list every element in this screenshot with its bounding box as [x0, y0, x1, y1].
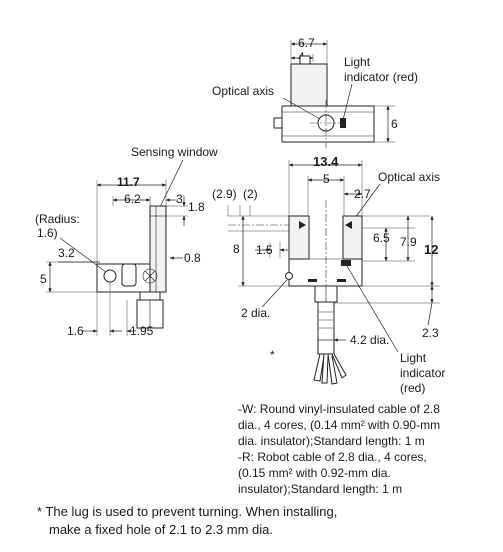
- front-view: 13.4 5 2.7 Optical axis (2.9) (2) 8 1.5: [212, 154, 449, 395]
- front-dim-23: 2.3: [422, 326, 439, 340]
- footnote-line: make a fixed hole of 2.1 to 2.3 mm dia.: [49, 522, 273, 537]
- lug-asterisk: *: [270, 348, 275, 362]
- top-view-arm: [290, 63, 328, 107]
- front-dim-29: (2.9): [212, 187, 237, 201]
- front-dim-134: 13.4: [313, 154, 339, 169]
- cable-note-line: -R: Robot cable of 2.8 dia., 4 cores,: [238, 450, 427, 464]
- front-dim-12: 12: [424, 242, 438, 257]
- top-dim-overall: 6.7: [298, 36, 315, 50]
- side-dim-width: 11.7: [117, 175, 140, 189]
- front-dim-79: 7.9: [400, 235, 417, 249]
- top-optical-axis-label: Optical axis: [212, 84, 274, 98]
- side-dim-3: 3: [176, 192, 183, 206]
- top-view-arm-lip: [299, 55, 311, 65]
- side-dim-08: 0.8: [184, 251, 201, 265]
- cable-note-line: insulator);Standard length: 1 m: [238, 482, 402, 496]
- side-dim-18: 1.8: [188, 200, 205, 214]
- footnote: * The lug is used to prevent turning. Wh…: [37, 504, 337, 537]
- cable-notes: -W: Round vinyl-insulated cable of 2.8 d…: [238, 402, 440, 496]
- top-light-indicator-label: Light indicator (red): [344, 55, 418, 84]
- radius-label: (Radius: 1.6): [35, 212, 83, 240]
- cable-note-line: dia. insulator);Standard length: 1 m: [238, 434, 425, 448]
- side-dim-62: 6.2: [124, 192, 141, 206]
- cable-note-line: -W: Round vinyl-insulated cable of 2.8: [238, 402, 440, 416]
- front-dim-27: 2.7: [354, 187, 371, 201]
- front-dim-5: 5: [323, 172, 330, 186]
- side-dim-32: 3.2: [58, 246, 75, 260]
- side-dim-16: 1.6: [67, 324, 84, 338]
- front-dim-2: (2): [243, 187, 258, 201]
- cable-note-line: (0.15 mm² with 0.92-mm dia.: [238, 466, 391, 480]
- top-dim-height: 6: [391, 117, 398, 131]
- front-dim-42dia: 4.2 dia.: [350, 333, 389, 347]
- footnote-line: * The lug is used to prevent turning. Wh…: [37, 504, 337, 519]
- side-view: Sensing window 11.7 6.2 3 1.8 (Radius:: [35, 145, 218, 338]
- side-view-arm: [149, 205, 167, 293]
- front-optical-axis-label: Optical axis: [378, 170, 440, 184]
- front-dim-65: 6.5: [373, 231, 390, 245]
- front-dim-15: 1.5: [256, 243, 273, 257]
- side-dim-5: 5: [40, 272, 47, 286]
- top-view: 6.7 4 6 Light indicator (red) Optical ax…: [212, 36, 418, 148]
- sensing-window-label: Sensing window: [131, 145, 218, 159]
- cable-note-line: dia., 4 cores, (0.14 mm² with 0.90-mm: [238, 418, 440, 432]
- front-dim-8: 8: [233, 242, 240, 256]
- light-indicator-mark: [340, 118, 346, 128]
- side-dim-195: 1.95: [130, 324, 154, 338]
- front-light-indicator-mark: [341, 260, 351, 266]
- front-2dia-label: 2 dia.: [241, 306, 270, 320]
- front-light-indicator-label: Light indicator (red): [400, 351, 449, 395]
